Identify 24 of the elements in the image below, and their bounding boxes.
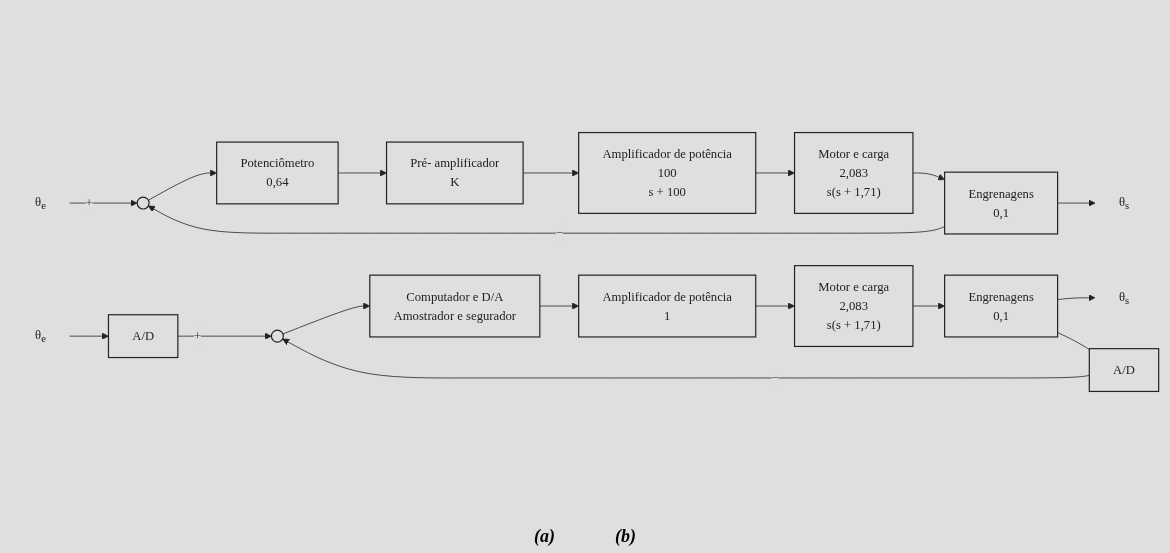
node-box: Engrenagens 0,1 [944, 274, 1059, 338]
node-box: Motor e carga 2,083 s(s + 1,71) [793, 131, 914, 214]
edge-label: + [85, 195, 93, 210]
edge-label: + [193, 329, 201, 343]
node-circle [136, 196, 150, 210]
connector [1057, 332, 1090, 350]
node-box: Engrenagens 0,1 [944, 171, 1059, 235]
panel-label: (b) [615, 526, 636, 547]
node-text: θ$_{s}$ [1118, 289, 1130, 307]
node-box: Computador e D/A Amostrador e segurador [369, 274, 541, 338]
node-circle [270, 329, 284, 343]
edge-label: − [555, 226, 563, 240]
node-box: Amplificador de potência 100 s + 100 [578, 131, 757, 214]
node-text: θ$_{s}$ [1118, 194, 1130, 212]
node-box: Potenciômetro 0,64 [216, 141, 339, 205]
node-box: A/D [107, 314, 179, 359]
panel-label: (a) [534, 526, 555, 547]
node-box: A/D [1088, 348, 1160, 393]
node-text: θ$_{e}$ [35, 327, 46, 345]
node-box: Motor e carga 2,083 s(s + 1,71) [793, 265, 914, 348]
node-box: Amplificador de potência 1 [578, 274, 757, 338]
edge-label: − [771, 370, 779, 385]
node-text: θ$_{e}$ [35, 194, 46, 212]
node-box: Pré- amplificador K [385, 141, 524, 205]
